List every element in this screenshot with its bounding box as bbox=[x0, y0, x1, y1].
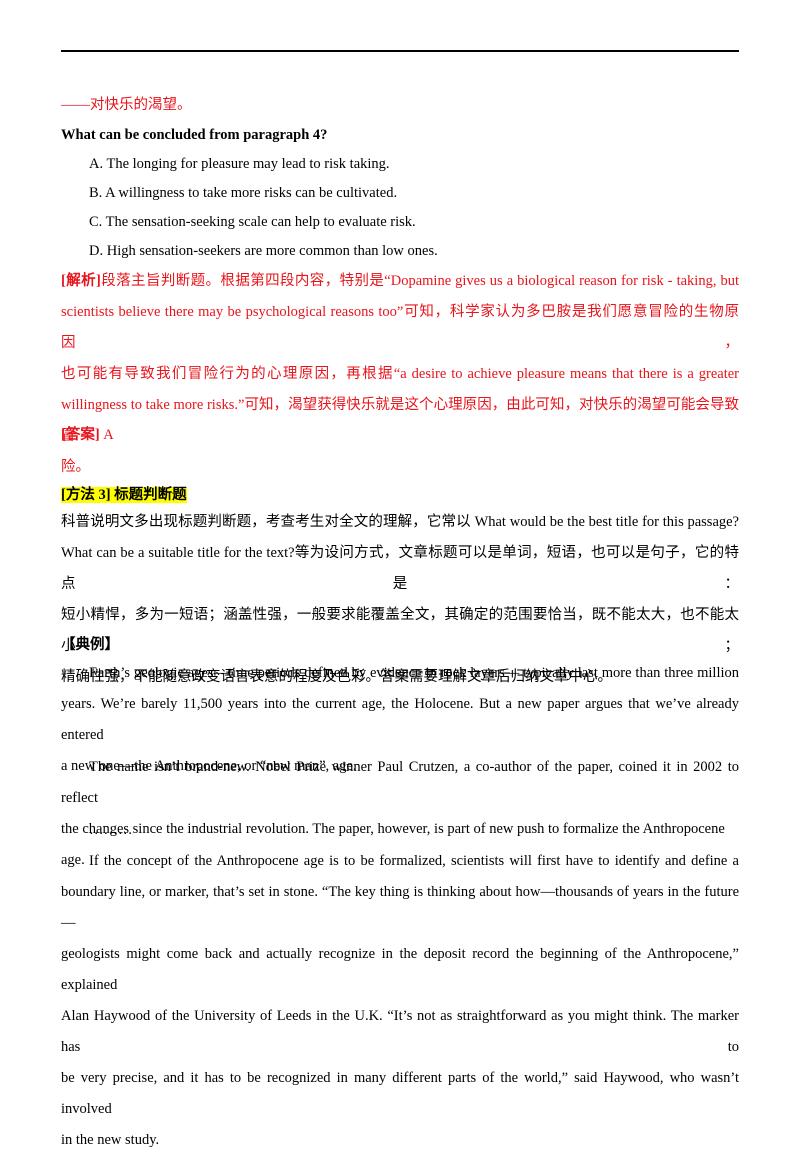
p3-line-6: in the new study. bbox=[61, 1132, 160, 1148]
option-d: D. High sensation-seekers are more commo… bbox=[89, 243, 438, 259]
analysis-block: [解析]段落主旨判断题。根据第四段内容，特别是“Dopamine gives u… bbox=[61, 266, 739, 483]
option-a: A. The longing for pleasure may lead to … bbox=[89, 156, 390, 172]
passage-ellipsis: ……… bbox=[89, 822, 133, 838]
p3-line-2: boundary line, or marker, that’s set in … bbox=[61, 884, 739, 931]
analysis-line-1: [解析]段落主旨判断题。根据第四段内容，特别是“Dopamine gives u… bbox=[61, 273, 739, 289]
p3-line-3: geologists might come back and actually … bbox=[61, 946, 739, 993]
method3-heading: [方法 3] 标题判断题 bbox=[61, 487, 187, 503]
p3-line-1: If the concept of the Anthropocene age i… bbox=[89, 853, 739, 869]
p1-line-1: Earth’s geologic ages—time periods defin… bbox=[89, 665, 739, 681]
p2-line-1: The name isn’t brand-new. Nobel Prize wi… bbox=[61, 759, 739, 806]
p1-line-2: years. We’re barely 11,500 years into th… bbox=[61, 696, 739, 743]
analysis-line-2: scientists believe there may be psycholo… bbox=[61, 304, 739, 351]
passage-paragraph-3: If the concept of the Anthropocene age i… bbox=[61, 846, 739, 1156]
header-rule bbox=[61, 50, 739, 52]
passage-paragraph-2: The name isn’t brand-new. Nobel Prize wi… bbox=[61, 752, 739, 876]
method3-desc-line-3: 短小精悍，多为一短语；涵盖性强，一般要求能覆盖全文，其确定的范围要恰当，既不能太… bbox=[61, 607, 739, 654]
question-text: What can be concluded from paragraph 4? bbox=[61, 127, 328, 143]
answer-tag: [答案] bbox=[61, 427, 100, 443]
passage-paragraph-1: Earth’s geologic ages—time periods defin… bbox=[61, 658, 739, 782]
analysis-line-5: 险。 bbox=[61, 459, 90, 475]
p2-line-2: the changes since the industrial revolut… bbox=[61, 821, 725, 868]
example-label: 【典例】 bbox=[61, 637, 119, 653]
analysis-tag: [解析] bbox=[61, 273, 101, 289]
answer-value: A bbox=[103, 427, 114, 443]
method3-description: 科普说明文多出现标题判断题，考查考生对全文的理解，它常以 What would … bbox=[61, 507, 739, 693]
method3-desc-line-2: What can be a suitable title for the tex… bbox=[61, 545, 739, 592]
p3-line-5: be very precise, and it has to be recogn… bbox=[61, 1070, 739, 1117]
p3-line-4: Alan Haywood of the University of Leeds … bbox=[61, 1008, 739, 1055]
option-b: B. A willingness to take more risks can … bbox=[89, 185, 398, 201]
answer-tail: ——对快乐的渴望。 bbox=[61, 97, 192, 113]
p1-line-3: a new one—the Anthropocene, or “new man”… bbox=[61, 758, 357, 774]
option-c: C. The sensation-seeking scale can help … bbox=[89, 214, 416, 230]
analysis-line-4: willingness to take more risks.”可知，渴望获得快… bbox=[61, 397, 739, 444]
answer-line: [答案] A bbox=[61, 425, 114, 445]
analysis-line-3: 也可能有导致我们冒险行为的心理原因，再根据“a desire to achiev… bbox=[61, 366, 739, 382]
method3-desc-line-1: 科普说明文多出现标题判断题，考查考生对全文的理解，它常以 What would … bbox=[61, 514, 739, 530]
method3-desc-line-4: 精确性强，不能随意改变语言表意的程度及色彩。答案需要理解文章后归纳文章中心。 bbox=[61, 669, 612, 685]
